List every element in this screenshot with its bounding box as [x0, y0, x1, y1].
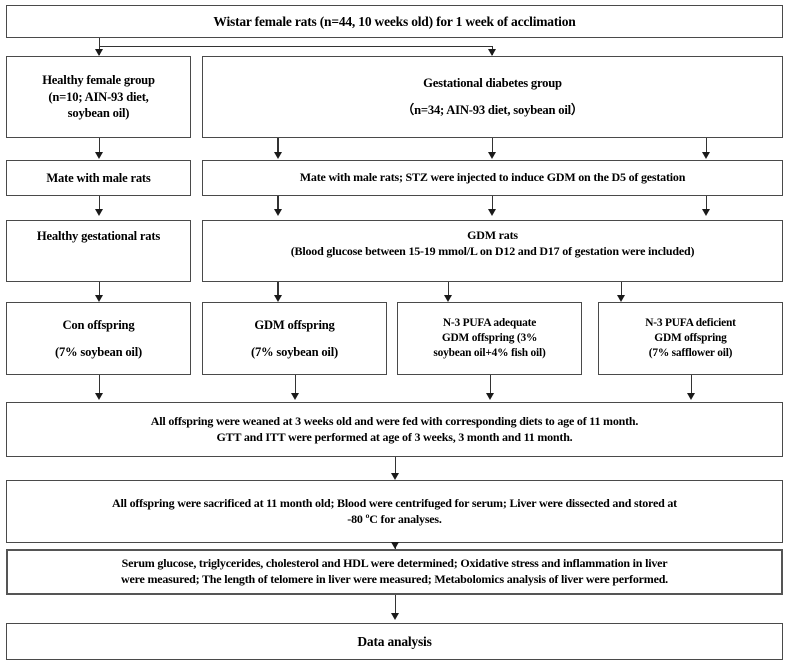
arrowhead-gdm-group-to-mate	[488, 152, 496, 159]
node-acclimation-line-1: Wistar female rats (n=44, 10 weeks old) …	[213, 13, 576, 29]
node-measurements: Serum glucose, triglycerides, cholestero…	[6, 549, 783, 595]
connector-mate-healthy-to-gestational	[98, 196, 100, 212]
arrowhead-gdm-rats-to-gdm-offspring	[273, 295, 282, 302]
node-gestational-diabetes-group-line-1: Gestational diabetes group	[423, 76, 562, 91]
node-gdm-rats: GDM rats (Blood glucose between 15-19 mm…	[202, 220, 783, 282]
node-healthy-female-group-line-3: soybean oil)	[67, 106, 130, 121]
node-healthy-female-group: Healthy female group (n=10; AIN-93 diet,…	[6, 56, 191, 138]
node-pufa-adequate-offspring-line-3: soybean oil+4% fish oil)	[433, 347, 546, 360]
connector-pufa-deficient-to-weaning	[690, 375, 692, 397]
node-mate-gdm: Mate with male rats; STZ were injected t…	[202, 160, 783, 196]
node-data-analysis: Data analysis	[6, 623, 783, 660]
connector-mate-gdm-to-gdm-rats-mid	[491, 196, 494, 212]
arrowhead-pufa-deficient-to-weaning	[686, 393, 695, 400]
node-sacrifice-sampling-line-1: All offspring were sacrificed at 11 mont…	[112, 495, 677, 510]
node-gdm-offspring: GDM offspring (7% soybean oil)	[202, 302, 387, 375]
connector-weaning-to-sacrifice	[394, 457, 396, 477]
connector-gdm-group-to-mate-left	[277, 138, 279, 155]
node-con-offspring-line-2: (7% soybean oil)	[54, 344, 143, 359]
node-healthy-female-group-line-1: Healthy female group	[42, 73, 155, 88]
connector-measurements-to-data-analysis	[394, 595, 396, 617]
node-gdm-offspring-line-2: (7% soybean oil)	[250, 344, 339, 359]
arrowhead-acclimation-to-healthy	[94, 49, 103, 56]
node-measurements-line-1: Serum glucose, triglycerides, cholestero…	[121, 556, 668, 571]
node-data-analysis-line-1: Data analysis	[357, 633, 432, 649]
connector-gestational-to-con-offspring	[98, 282, 100, 299]
arrowhead-mate-gdm-to-gdm-rats-left	[273, 209, 282, 216]
node-pufa-adequate-offspring-line-2: GDM offspring (3%	[441, 331, 538, 344]
arrowhead-mate-healthy-to-gestational	[94, 209, 103, 216]
connector-gdm-group-to-mate-right	[705, 138, 707, 155]
connector-pufa-adequate-to-weaning	[489, 375, 491, 397]
arrowhead-gdm-group-to-mate-right	[701, 152, 710, 159]
arrowhead-acclimation-to-gdm-group	[488, 49, 496, 56]
node-pufa-deficient-offspring-line-2: GDM offspring	[654, 331, 727, 344]
node-mate-healthy-line-1: Mate with male rats	[46, 170, 151, 185]
connector-gdm-offspring-to-weaning	[294, 375, 296, 397]
node-pufa-deficient-offspring-line-3: (7% safflower oil)	[648, 347, 733, 360]
connector-gdm-rats-to-gdm-offspring	[277, 282, 279, 299]
connector-mate-gdm-to-gdm-rats-left	[277, 196, 279, 212]
node-weaning-feeding-line-1: All offspring were weaned at 3 weeks old…	[150, 413, 639, 428]
node-con-offspring-line-1: Con offspring	[62, 317, 135, 332]
connector-healthy-group-to-mate	[98, 138, 100, 155]
connector-mate-gdm-to-gdm-rats-right	[705, 196, 707, 212]
arrowhead-gestational-to-con-offspring	[94, 295, 103, 302]
arrowhead-gdm-rats-to-pufa-adequate	[443, 295, 452, 302]
node-pufa-deficient-offspring: N-3 PUFA deficient GDM offspring (7% saf…	[598, 302, 783, 375]
connector-gdm-group-to-mate-stem	[491, 138, 494, 155]
arrowhead-measurements-to-data-analysis	[390, 613, 399, 620]
arrowhead-healthy-group-to-mate	[94, 152, 103, 159]
node-pufa-adequate-offspring-line-1: N-3 PUFA adequate	[442, 316, 537, 329]
node-pufa-adequate-offspring: N-3 PUFA adequate GDM offspring (3% soyb…	[397, 302, 582, 375]
node-gestational-diabetes-group: Gestational diabetes group （n=34; AIN-93…	[202, 56, 783, 138]
node-pufa-deficient-offspring-line-1: N-3 PUFA deficient	[645, 316, 736, 329]
connector-acclimation-split-bar	[99, 46, 493, 48]
node-gdm-offspring-line-1: GDM offspring	[254, 317, 335, 332]
node-measurements-line-2: were measured; The length of telomere in…	[121, 572, 668, 586]
connector-gdm-rats-to-pufa-adequate	[447, 282, 449, 299]
node-sacrifice-sampling: All offspring were sacrificed at 11 mont…	[6, 480, 783, 543]
node-mate-gdm-line-1: Mate with male rats; STZ were injected t…	[299, 170, 686, 185]
arrowhead-mate-gdm-to-gdm-rats-right	[701, 209, 710, 216]
node-gdm-rats-line-2: (Blood glucose between 15-19 mmol/L on D…	[290, 243, 695, 258]
connector-gdm-rats-to-pufa-deficient	[620, 282, 622, 299]
arrowhead-con-offspring-to-weaning	[94, 393, 103, 400]
arrowhead-sacrifice-to-measurements	[390, 542, 399, 549]
arrowhead-pufa-adequate-to-weaning	[485, 393, 494, 400]
node-healthy-gestational-rats: Healthy gestational rats	[6, 220, 191, 282]
node-healthy-gestational-rats-line-1: Healthy gestational rats	[36, 229, 161, 243]
node-con-offspring: Con offspring (7% soybean oil)	[6, 302, 191, 375]
arrowhead-gdm-offspring-to-weaning	[290, 393, 299, 400]
arrowhead-weaning-to-sacrifice	[390, 473, 399, 480]
node-weaning-feeding-line-2: GTT and ITT were performed at age of 3 w…	[216, 429, 573, 444]
node-acclimation: Wistar female rats (n=44, 10 weeks old) …	[6, 5, 783, 38]
node-weaning-feeding: All offspring were weaned at 3 weeks old…	[6, 402, 783, 457]
node-gdm-rats-line-1: GDM rats	[467, 228, 518, 242]
arrowhead-mate-gdm-to-gdm-rats-mid	[488, 209, 496, 216]
connector-con-offspring-to-weaning	[98, 375, 100, 397]
node-sacrifice-sampling-line-2: -80 ºC for analyses.	[347, 511, 442, 526]
arrowhead-gdm-group-to-mate-left	[273, 152, 282, 159]
node-healthy-female-group-line-2: (n=10; AIN-93 diet,	[48, 89, 149, 104]
connector-acclimation-stem	[98, 38, 100, 47]
arrowhead-gdm-rats-to-pufa-deficient	[616, 295, 625, 302]
node-gestational-diabetes-group-line-2: （n=34; AIN-93 diet, soybean oil）	[401, 103, 584, 118]
node-mate-healthy: Mate with male rats	[6, 160, 191, 196]
